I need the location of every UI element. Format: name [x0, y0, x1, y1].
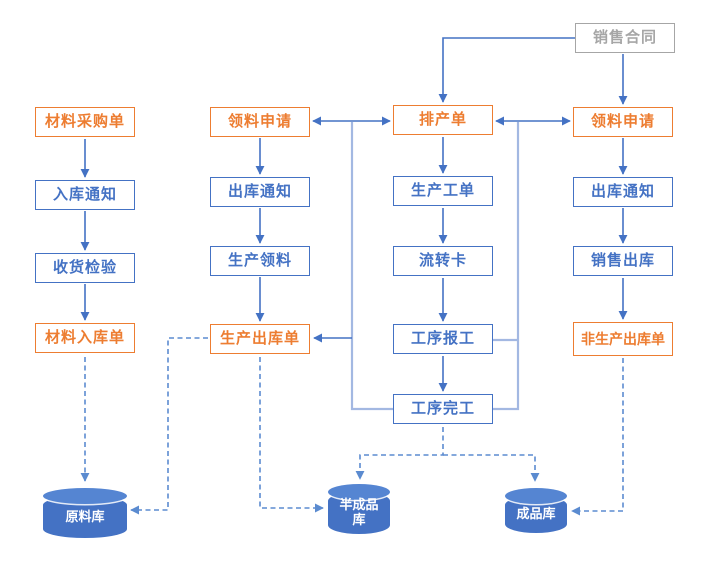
node-sales-contract: 销售合同 [575, 23, 675, 53]
node-production-schedule: 排产单 [393, 105, 493, 135]
cylinder-top [43, 488, 127, 504]
cylinder-top [505, 488, 567, 504]
node-sales-outbound: 销售出库 [573, 246, 673, 276]
dashed-non-production-to-finished-warehouse [571, 358, 624, 516]
dashed-production-outbound-to-raw-warehouse [130, 337, 208, 515]
warehouse-raw-material-label: 原料库 [65, 508, 105, 524]
warehouse-raw-material: 原料库 [43, 488, 127, 538]
dashed-completion-to-finished-warehouse [443, 454, 540, 482]
warehouse-semi-finished: 半成品库 [328, 484, 390, 534]
node-production-work-order: 生产工单 [393, 176, 493, 206]
node-picking-request-right: 领料申请 [573, 107, 673, 137]
node-inbound-notice: 入库通知 [35, 180, 135, 210]
node-flow-card: 流转卡 [393, 246, 493, 276]
connector-process-completion-to-left-loop [350, 122, 393, 411]
warehouse-semi-finished-label: 半成品库 [339, 497, 379, 527]
node-process-completion: 工序完工 [393, 394, 493, 424]
warehouse-finished-goods-label: 成品库 [516, 506, 556, 521]
node-outbound-notice-left: 出库通知 [210, 177, 310, 207]
node-receipt-inspection: 收货检验 [35, 253, 135, 283]
node-material-purchase-order: 材料采购单 [35, 107, 135, 137]
node-material-inbound-order: 材料入库单 [35, 323, 135, 353]
node-picking-request-left: 领料申请 [210, 107, 310, 137]
arrow-contract-to-schedule [438, 37, 575, 103]
node-non-production-outbound-order: 非生产出库单 [573, 322, 673, 356]
warehouse-finished-goods: 成品库 [505, 488, 567, 533]
dashed-production-outbound-to-semi-warehouse [259, 357, 324, 513]
node-outbound-notice-right: 出库通知 [573, 177, 673, 207]
node-process-reporting: 工序报工 [393, 324, 493, 354]
connector-process-completion-to-right-loop [493, 122, 520, 411]
dashed-completion-to-semi-warehouse [355, 427, 444, 480]
node-production-picking: 生产领料 [210, 246, 310, 276]
cylinder-top [328, 484, 390, 500]
node-production-outbound-order: 生产出库单 [210, 324, 310, 354]
